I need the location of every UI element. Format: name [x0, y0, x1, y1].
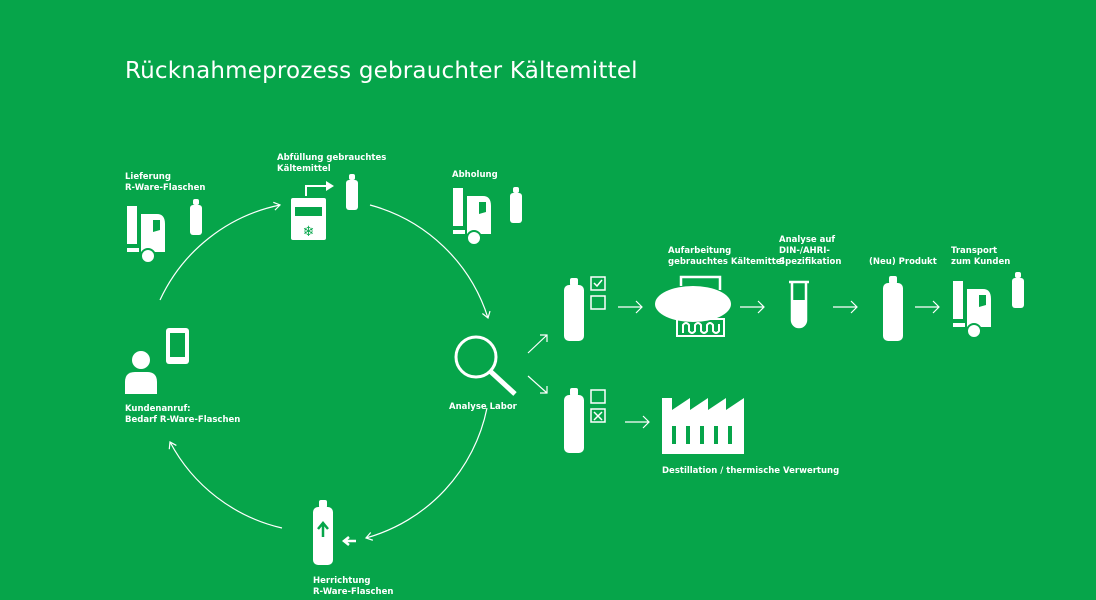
svg-text:❄: ❄	[303, 224, 315, 240]
label-neu-produkt: (Neu) Produkt	[869, 257, 937, 267]
branch-arrow-down	[527, 375, 548, 394]
flow-arrow	[740, 300, 765, 314]
cycle-arrow-2	[369, 204, 491, 320]
cycle-arrow-1	[159, 201, 282, 301]
bottle-checked-icon	[564, 276, 606, 341]
magnifier-icon	[454, 335, 517, 396]
bottle-icon	[190, 199, 202, 235]
phone-icon	[166, 328, 189, 364]
cycle-arrow-4	[168, 441, 283, 529]
bottle-up-icon	[313, 500, 356, 565]
flow-arrow	[833, 300, 858, 314]
recycling-tank-icon	[655, 275, 731, 337]
truck-icon	[452, 187, 492, 246]
bottle-icon	[883, 276, 903, 341]
test-tube-icon	[789, 280, 809, 329]
label-destillation: Destillation / thermische Verwertung	[662, 466, 840, 476]
label-kundenanruf: Kundenanruf:Bedarf R-Ware-Flaschen	[125, 404, 241, 425]
bottle-rejected-icon	[564, 388, 606, 453]
bottle-icon	[346, 174, 358, 210]
filling-station-icon: ❄	[291, 181, 334, 240]
branch-arrow-up	[527, 334, 548, 354]
page-title: Rücknahmeprozess gebrauchter Kältemittel	[125, 58, 638, 84]
bottle-icon	[510, 187, 522, 223]
person-icon	[125, 351, 157, 394]
truck-icon	[952, 280, 992, 339]
label-abholung: Abholung	[452, 170, 498, 180]
factory-icon	[662, 398, 744, 454]
bottle-icon	[1012, 272, 1024, 308]
label-analyse-labor: Analyse Labor	[449, 402, 517, 412]
flow-arrow	[618, 300, 643, 314]
flow-arrow	[625, 415, 650, 429]
truck-icon	[126, 205, 166, 264]
flow-arrow	[915, 300, 940, 314]
cycle-arrow-3	[364, 407, 488, 541]
